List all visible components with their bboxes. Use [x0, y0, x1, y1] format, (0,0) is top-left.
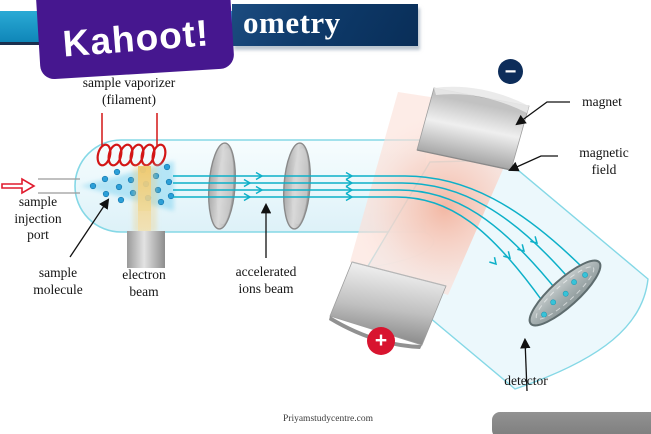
detector-plate [528, 259, 602, 327]
electron-gun [127, 231, 165, 268]
accelerating-plate-1 [207, 142, 237, 230]
sample-injection-port [1, 177, 80, 195]
ion-beam-arrowheads [243, 171, 539, 266]
label-magnet: magnet [582, 94, 622, 109]
injection-arrow [1, 177, 36, 195]
label-magnetic-field: magnetic field [579, 145, 629, 177]
magnet-top-pole [416, 86, 530, 171]
label-accelerated-ions-beam: accelerated ions beam [235, 264, 297, 296]
bottom-right-gray-tab [492, 412, 651, 434]
negative-charge-badge: − [498, 59, 523, 84]
filament-coil [96, 113, 167, 167]
ion-beam-lines [173, 175, 587, 303]
label-detector: detector [504, 373, 548, 388]
kahoot-logo-badge: Kahoot! [35, 0, 235, 80]
page-title-fragment: ometry [243, 5, 341, 40]
electron-beam [133, 166, 157, 232]
label-sample-injection-port: sample injection port [14, 194, 62, 242]
magnet-bottom-pole [329, 261, 447, 349]
label-sample-molecule: sample molecule [33, 265, 83, 297]
annotation-arrows [69, 101, 570, 392]
kahoot-logo-text: Kahoot! [60, 12, 211, 65]
label-sample-vaporizer: sample vaporizer (filament) [82, 75, 176, 107]
title-bar-underline [0, 42, 74, 45]
accelerating-plate-2 [282, 142, 312, 230]
title-bar: ometry [232, 4, 418, 46]
label-electron-beam: electron beam [122, 267, 166, 299]
positive-charge-badge: + [367, 327, 395, 355]
watermark-text: Priyamstudycentre.com [283, 414, 373, 424]
